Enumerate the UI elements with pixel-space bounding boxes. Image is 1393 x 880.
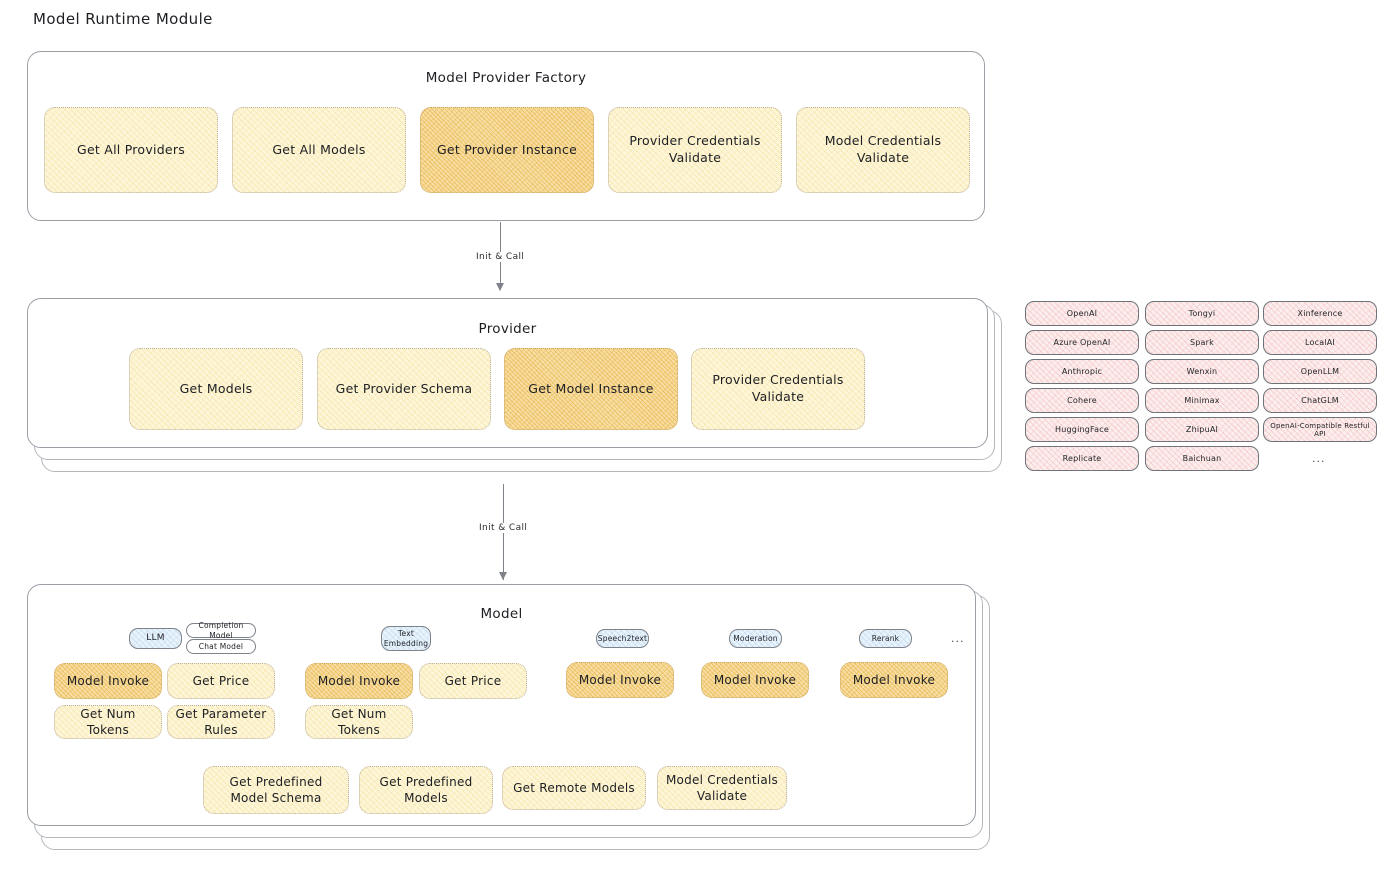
op-provider-credentials-validate-2[interactable]: Provider Credentials Validate: [691, 348, 865, 430]
provider-chip-wenxin[interactable]: Wenxin: [1145, 359, 1259, 384]
op-llm-model-invoke[interactable]: Model Invoke: [54, 663, 162, 699]
model-type-badge-text-embedding[interactable]: Text Embedding: [381, 626, 431, 651]
op-llm-get-num-tokens[interactable]: Get Num Tokens: [54, 705, 162, 739]
model-types-more-ellipsis: ...: [951, 632, 965, 645]
provider-title: Provider: [478, 321, 537, 337]
provider-chip-huggingface[interactable]: HuggingFace: [1025, 417, 1139, 442]
arrow-factory-to-provider-head: [496, 283, 504, 291]
model-type-badge-moderation[interactable]: Moderation: [729, 629, 782, 648]
model-subtype-badge-chat-model[interactable]: Chat Model: [186, 639, 256, 654]
op-get-predefined-models[interactable]: Get Predefined Models: [359, 766, 493, 814]
op-text-embedding-get-price[interactable]: Get Price: [419, 663, 527, 699]
provider-chip-openai-compatible-restful-api[interactable]: OpenAI-Compatible Restful API: [1263, 417, 1377, 442]
op-get-model-instance[interactable]: Get Model Instance: [504, 348, 678, 430]
op-rerank-model-invoke[interactable]: Model Invoke: [840, 662, 948, 698]
op-get-provider-instance[interactable]: Get Provider Instance: [420, 107, 594, 193]
op-speech2text-model-invoke[interactable]: Model Invoke: [566, 662, 674, 698]
op-model-credentials-validate-2[interactable]: Model Credentials Validate: [657, 766, 787, 810]
op-get-predefined-model-schema[interactable]: Get Predefined Model Schema: [203, 766, 349, 814]
model-type-badge-rerank[interactable]: Rerank: [859, 629, 912, 648]
provider-chip-minimax[interactable]: Minimax: [1145, 388, 1259, 413]
model-type-badge-llm[interactable]: LLM: [129, 628, 182, 649]
provider-chip-azure-openai[interactable]: Azure OpenAI: [1025, 330, 1139, 355]
provider-chip-openai[interactable]: OpenAI: [1025, 301, 1139, 326]
op-get-remote-models[interactable]: Get Remote Models: [502, 766, 646, 810]
provider-chip-baichuan[interactable]: Baichuan: [1145, 446, 1259, 471]
provider-chip-chatglm[interactable]: ChatGLM: [1263, 388, 1377, 413]
provider-chip-xinference[interactable]: Xinference: [1263, 301, 1377, 326]
arrow-factory-to-provider-label: Init & Call: [472, 252, 529, 262]
op-provider-credentials-validate[interactable]: Provider Credentials Validate: [608, 107, 782, 193]
op-model-credentials-validate[interactable]: Model Credentials Validate: [796, 107, 970, 193]
op-get-provider-schema[interactable]: Get Provider Schema: [317, 348, 491, 430]
model-provider-factory-title: Model Provider Factory: [425, 70, 587, 86]
op-get-all-models[interactable]: Get All Models: [232, 107, 406, 193]
op-text-embedding-model-invoke[interactable]: Model Invoke: [305, 663, 413, 699]
op-llm-get-price[interactable]: Get Price: [167, 663, 275, 699]
op-get-models[interactable]: Get Models: [129, 348, 303, 430]
provider-chip-tongyi[interactable]: Tongyi: [1145, 301, 1259, 326]
model-title: Model: [480, 606, 523, 622]
provider-chip-anthropic[interactable]: Anthropic: [1025, 359, 1139, 384]
page-title: Model Runtime Module: [33, 10, 213, 28]
arrow-provider-to-model-head: [499, 572, 507, 580]
op-llm-get-parameter-rules[interactable]: Get Parameter Rules: [167, 705, 275, 739]
provider-chip-spark[interactable]: Spark: [1145, 330, 1259, 355]
provider-chip-zhipuai[interactable]: ZhipuAI: [1145, 417, 1259, 442]
provider-chip-replicate[interactable]: Replicate: [1025, 446, 1139, 471]
provider-list-more-ellipsis: ...: [1312, 452, 1326, 465]
op-moderation-model-invoke[interactable]: Model Invoke: [701, 662, 809, 698]
provider-chip-localai[interactable]: LocalAI: [1263, 330, 1377, 355]
provider-chip-openllm[interactable]: OpenLLM: [1263, 359, 1377, 384]
op-get-all-providers[interactable]: Get All Providers: [44, 107, 218, 193]
arrow-provider-to-model-label: Init & Call: [475, 523, 532, 533]
model-type-badge-speech2text[interactable]: Speech2text: [596, 629, 649, 648]
model-subtype-badge-completion-model[interactable]: Completion Model: [186, 621, 256, 640]
provider-chip-cohere[interactable]: Cohere: [1025, 388, 1139, 413]
op-text-embedding-get-num-tokens[interactable]: Get Num Tokens: [305, 705, 413, 739]
